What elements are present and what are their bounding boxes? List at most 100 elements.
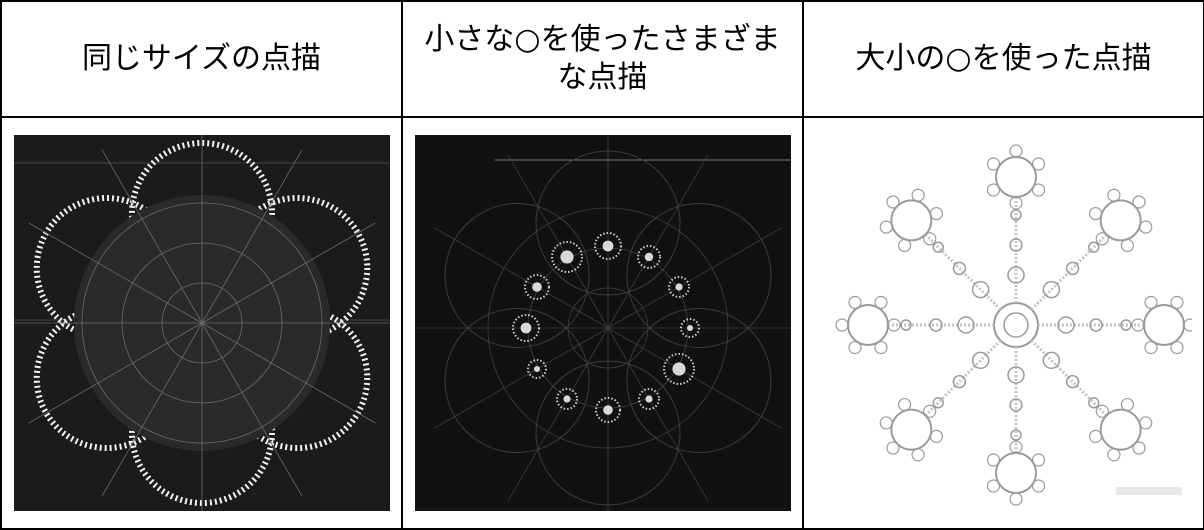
- guide-line: [201, 149, 302, 324]
- stipple-petal: [223, 305, 370, 451]
- arm-circle: [1042, 280, 1060, 299]
- arm-circle: [1119, 319, 1132, 331]
- guide-line: [28, 222, 202, 324]
- tip-small-circle: [885, 441, 900, 455]
- watermark-smudge: [1115, 487, 1182, 495]
- arm-circle: [1006, 266, 1025, 284]
- arm-circle: [1008, 238, 1023, 252]
- guide-petal: [444, 203, 590, 348]
- tip-small-circle: [929, 207, 943, 221]
- tip-small-circle: [897, 238, 911, 253]
- arm-circle: [952, 374, 966, 389]
- tip-small-circle: [1143, 295, 1158, 310]
- stipple-dot: [671, 362, 686, 376]
- header-same-size: 同じサイズの点描: [81, 41, 322, 76]
- stipple-dot: [533, 366, 540, 372]
- tip-small-circle: [1095, 232, 1109, 246]
- same-size-stipple-image: [13, 135, 390, 511]
- tip-small-circle: [847, 340, 862, 355]
- stipple-dot: [602, 240, 613, 252]
- arm-circle: [1008, 398, 1023, 412]
- tip-small-circle: [1182, 318, 1192, 332]
- stipple-dot-halo: [662, 353, 695, 385]
- guide-line: [101, 149, 202, 324]
- arm-circle: [1006, 366, 1025, 384]
- tip-small-circle: [922, 232, 936, 246]
- stipple-dot-halo: [511, 314, 540, 342]
- tip-small-circle: [1031, 157, 1045, 171]
- stipple-dot-halo: [555, 388, 578, 411]
- arm-circle: [956, 316, 975, 334]
- arm-circle: [899, 319, 912, 331]
- stipple-dot-halo: [593, 232, 622, 260]
- arm-circle: [952, 261, 966, 276]
- tip-circle: [889, 408, 932, 451]
- guide-petal: [625, 308, 771, 453]
- tip-small-circle: [1008, 440, 1023, 454]
- guide-line: [607, 327, 708, 502]
- tip-small-circle: [1095, 404, 1109, 418]
- arm-circle: [1042, 351, 1060, 370]
- tip-circle: [1099, 199, 1142, 242]
- stipple-dot: [644, 252, 653, 262]
- tip-small-circle: [922, 404, 936, 418]
- tip-small-circle: [1169, 340, 1184, 355]
- arm-circle: [1009, 209, 1022, 221]
- tip-small-circle: [885, 195, 900, 209]
- arm-circle: [971, 280, 989, 299]
- mixed-circle-stipple-image: [815, 135, 1192, 511]
- tip-small-circle: [1008, 196, 1023, 210]
- arm-circle: [1088, 318, 1103, 332]
- tip-small-circle: [1138, 220, 1152, 234]
- guide-line: [434, 227, 608, 329]
- tip-small-circle: [1106, 448, 1121, 462]
- tip-small-circle: [986, 157, 1000, 171]
- guide-line: [507, 327, 608, 502]
- tip-small-circle: [847, 295, 862, 310]
- guide-circle: [161, 282, 242, 364]
- stipple-petal: [128, 360, 275, 506]
- guide-line: [607, 227, 781, 329]
- tip-small-circle: [1088, 207, 1102, 221]
- arm-circle: [1056, 316, 1075, 334]
- tip-circle: [889, 199, 932, 242]
- guide-line: [607, 154, 708, 329]
- stipple-dot-halo: [679, 318, 700, 338]
- tip-small-circle: [1106, 188, 1121, 202]
- stipple-dot: [674, 283, 683, 291]
- stipple-dot-halo: [523, 274, 550, 300]
- tip-small-circle: [910, 188, 925, 202]
- header-mixed-circles: 大小の○を使った点描: [855, 41, 1152, 76]
- arm-circle: [931, 397, 944, 409]
- tip-small-circle: [986, 453, 1000, 467]
- small-circle-stipple-image: [414, 135, 791, 511]
- image-cell-3: [802, 116, 1204, 530]
- stipple-petal: [128, 140, 275, 286]
- tip-small-circle: [1120, 238, 1134, 253]
- guide-line: [101, 322, 202, 497]
- guide-circle: [487, 207, 728, 449]
- tip-small-circle: [1131, 195, 1146, 209]
- guide-circle: [81, 202, 322, 444]
- image-row: [0, 116, 1204, 530]
- header-cell-3: 大小の○を使った点描: [802, 0, 1204, 118]
- tip-small-circle: [897, 397, 911, 412]
- guide-circle: [121, 242, 282, 404]
- stipple-dot: [531, 282, 542, 292]
- arm-circle: [1009, 429, 1022, 441]
- header-small-circles: 小さな○を使ったさまざまな点描: [424, 22, 781, 95]
- arm-circle: [931, 241, 944, 253]
- stipple-dot: [562, 395, 571, 403]
- stipple-dot-halo: [667, 276, 690, 298]
- tip-small-circle: [986, 479, 1000, 493]
- guide-line: [607, 327, 781, 429]
- image-cell-1: [0, 116, 403, 530]
- tip-small-circle: [886, 318, 901, 332]
- guide-petal: [625, 203, 771, 348]
- arm-circle: [1065, 261, 1079, 276]
- tip-small-circle: [1138, 416, 1152, 430]
- guide-petal: [444, 308, 590, 453]
- arm-circle: [1065, 374, 1079, 389]
- tip-small-circle: [1008, 492, 1023, 506]
